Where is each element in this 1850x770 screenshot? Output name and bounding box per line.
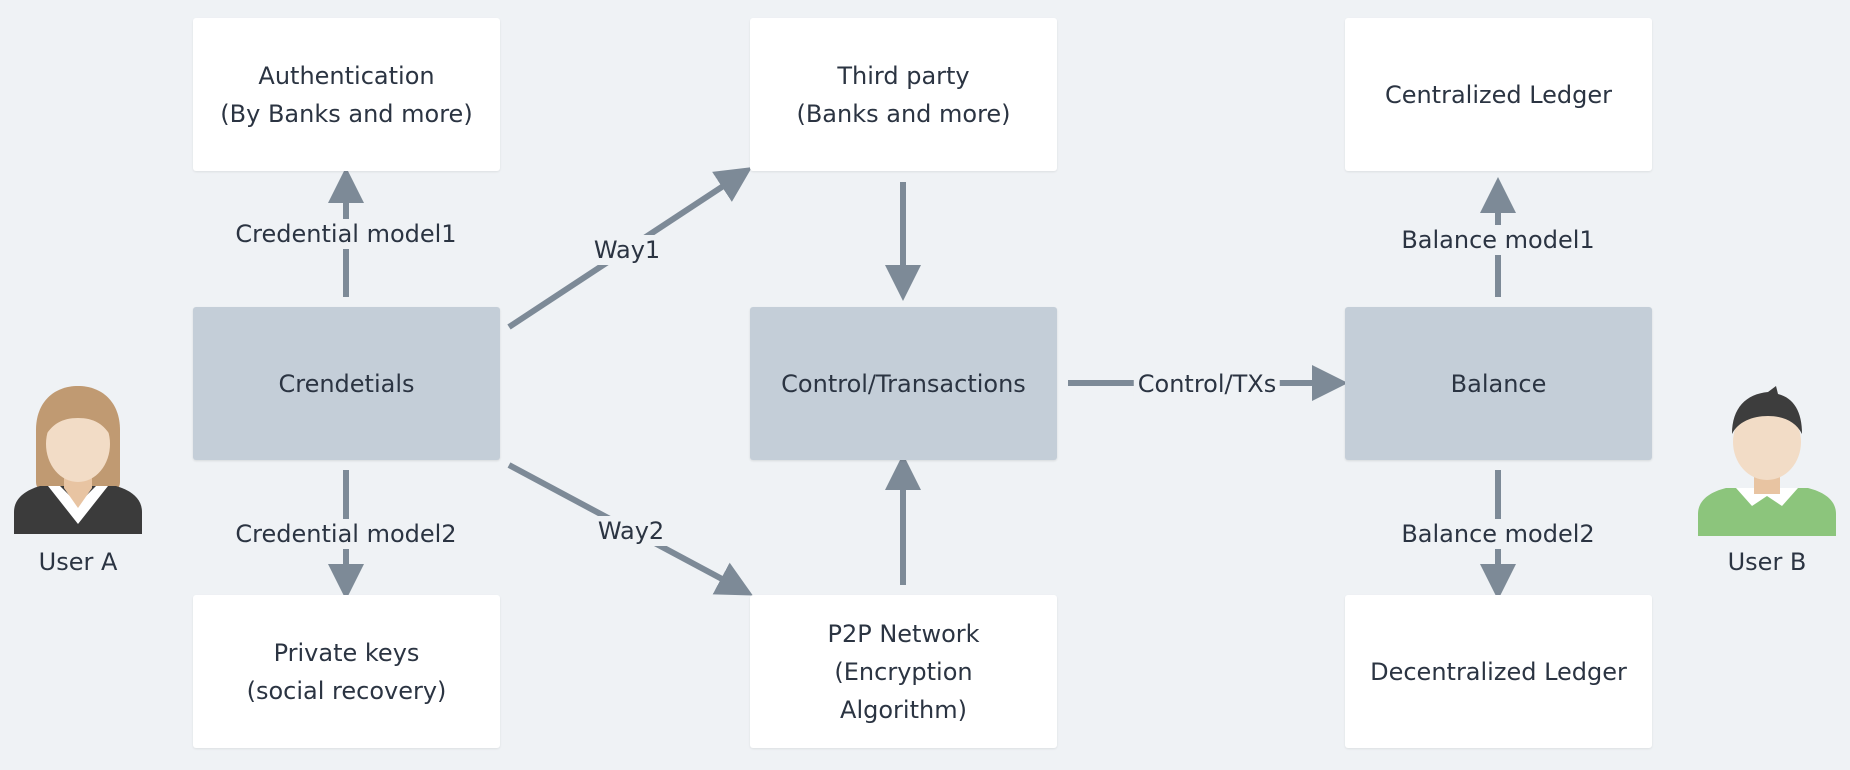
balance-model2-label: Balance model2: [1397, 519, 1599, 549]
balance-box: Balance: [1345, 307, 1652, 460]
way2-label: Way2: [593, 516, 669, 546]
control-transactions-title: Control/Transactions: [781, 369, 1026, 398]
centralized-ledger-box: Centralized Ledger: [1345, 18, 1652, 171]
control-txs-label: Control/TXs: [1133, 369, 1281, 399]
p2p-network-line3: Algorithm): [840, 695, 967, 724]
private-keys-subtitle: (social recovery): [246, 676, 447, 705]
user-a-label: User A: [38, 548, 118, 576]
authentication-box: Authentication (By Banks and more): [193, 18, 500, 171]
private-keys-box: Private keys (social recovery): [193, 595, 500, 748]
authentication-title: Authentication: [258, 61, 435, 90]
third-party-box: Third party (Banks and more): [750, 18, 1057, 171]
user-b-label: User B: [1727, 548, 1807, 576]
centralized-ledger-title: Centralized Ledger: [1384, 80, 1613, 109]
p2p-network-box: P2P Network (Encryption Algorithm): [750, 595, 1057, 748]
authentication-subtitle: (By Banks and more): [220, 99, 473, 128]
third-party-title: Third party: [837, 61, 970, 90]
credential-model1-label: Credential model1: [231, 219, 461, 249]
user-b-avatar-icon: [1698, 386, 1836, 536]
p2p-network-line2: (Encryption: [834, 657, 973, 686]
user-a-avatar-icon: [14, 386, 142, 534]
credentials-title: Crendetials: [278, 369, 415, 398]
control-transactions-box: Control/Transactions: [750, 307, 1057, 460]
private-keys-title: Private keys: [273, 638, 420, 667]
third-party-subtitle: (Banks and more): [796, 99, 1011, 128]
balance-title: Balance: [1450, 369, 1547, 398]
decentralized-ledger-title: Decentralized Ledger: [1370, 657, 1627, 686]
decentralized-ledger-box: Decentralized Ledger: [1345, 595, 1652, 748]
credential-model2-label: Credential model2: [231, 519, 461, 549]
p2p-network-title: P2P Network: [827, 619, 980, 648]
way1-label: Way1: [589, 235, 665, 265]
credentials-box: Crendetials: [193, 307, 500, 460]
balance-model1-label: Balance model1: [1397, 225, 1599, 255]
